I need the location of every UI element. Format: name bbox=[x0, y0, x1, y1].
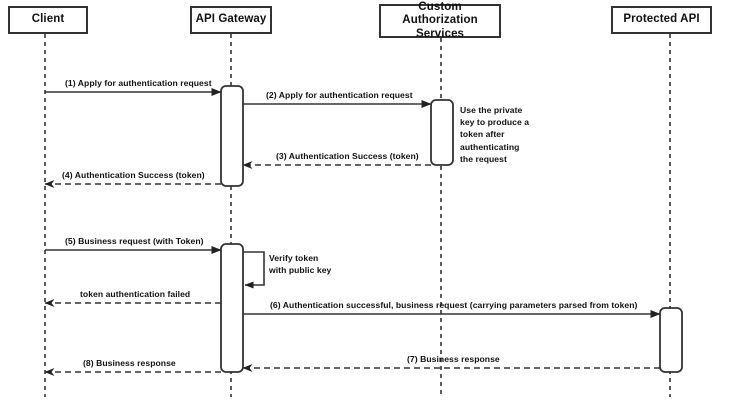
activation-bar-gw-business[interactable] bbox=[220, 243, 244, 373]
note-line: key to produce a bbox=[460, 117, 530, 128]
message-label-5: (5) Business request (with Token) bbox=[65, 236, 204, 246]
note-line: token after bbox=[460, 129, 505, 140]
participant-label: Protected API bbox=[623, 13, 700, 26]
participant-header-client[interactable]: Client bbox=[8, 6, 88, 34]
note-line: with public key bbox=[269, 265, 332, 276]
message-label-6: (6) Authentication successful, business … bbox=[270, 300, 638, 310]
participant-label: Client bbox=[31, 13, 65, 26]
activation-bar-protected-api-act[interactable] bbox=[659, 307, 683, 373]
activation-bar-gw-auth[interactable] bbox=[220, 85, 244, 187]
note-line: Use the private bbox=[460, 105, 523, 115]
activation-bar-auth-svc[interactable] bbox=[430, 99, 454, 166]
participant-label: Custom Authorization Services bbox=[402, 1, 478, 40]
message-label-8: (8) Business response bbox=[83, 358, 176, 368]
note-verify-token-note: Verify token with public key bbox=[269, 252, 331, 276]
participant-header-custom-authorization-services[interactable]: Custom Authorization Services bbox=[379, 1, 501, 40]
participant-header-api-gateway[interactable]: API Gateway bbox=[190, 6, 272, 34]
note-line: Verify token bbox=[269, 253, 319, 263]
activation-bars-group bbox=[220, 85, 683, 373]
message-label-4: (4) Authentication Success (token) bbox=[62, 170, 205, 180]
message-label-2: (2) Apply for authentication request bbox=[266, 90, 413, 100]
note-line: authenticating bbox=[460, 141, 520, 152]
participant-label: API Gateway bbox=[195, 13, 267, 26]
note-line: the request bbox=[460, 153, 507, 164]
message-label-3: (3) Authentication Success (token) bbox=[276, 151, 419, 161]
message-label-1: (1) Apply for authentication request bbox=[65, 78, 212, 88]
message-label-7: (7) Business response bbox=[407, 354, 500, 364]
participant-header-protected-api[interactable]: Protected API bbox=[611, 6, 712, 34]
message-label-fail: token authentication failed bbox=[80, 289, 191, 299]
message-arrows-group bbox=[44, 88, 661, 376]
lifelines-group bbox=[44, 34, 671, 397]
message-arrow-self[interactable] bbox=[243, 251, 265, 289]
